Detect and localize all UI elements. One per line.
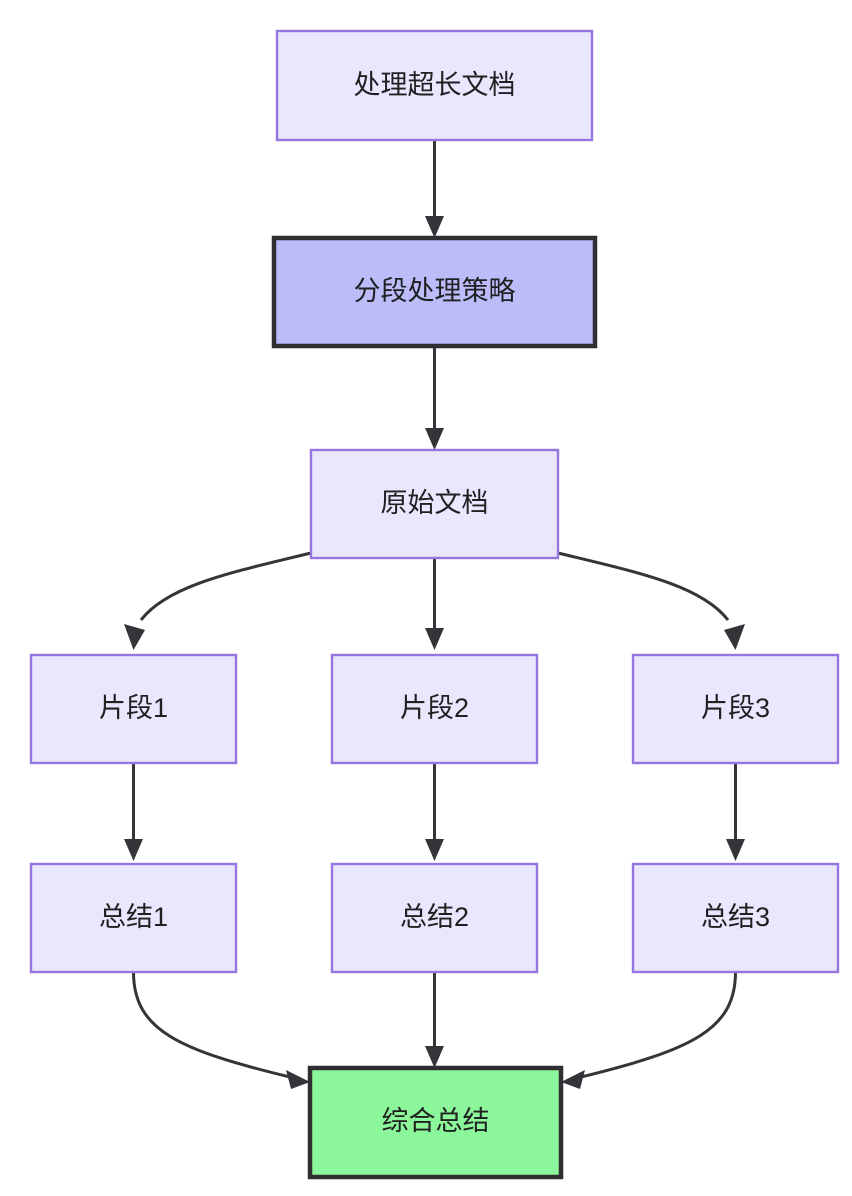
node-pianduan2-label: 片段2	[400, 693, 469, 723]
node-yuanshiwendang-rect[interactable]	[309, 448, 560, 560]
node-zongjie2-label: 总结2	[400, 902, 469, 932]
edge-fenduanchulicelue-to-yuanshiwendang	[425, 346, 444, 450]
node-fenduanchulicelue-label: 分段处理策略	[354, 276, 516, 306]
node-yuanshiwendang[interactable]: 原始文档	[309, 448, 560, 560]
edge-pianduan2-to-zongjie2	[425, 763, 444, 861]
edge-yuanshiwendang-to-pianduan1	[124, 551, 312, 650]
node-yuanshiwendang-label: 原始文档	[381, 488, 489, 518]
node-zongjie3-label: 总结3	[701, 902, 770, 932]
node-chaolichaochangwendang-rect[interactable]	[275, 29, 594, 142]
node-zongheZongjie-label: 综合总结	[382, 1106, 490, 1136]
node-zongjie1[interactable]: 总结1	[29, 862, 238, 974]
node-zongjie3-rect[interactable]	[631, 862, 840, 974]
node-zongjie1-label: 总结1	[99, 902, 168, 932]
edge-zongjie3-to-zongheZongjie	[561, 971, 737, 1089]
node-pianduan1-rect[interactable]	[29, 653, 238, 765]
edge-zongjie1-to-zongheZongjie	[132, 971, 310, 1089]
node-pianduan2[interactable]: 片段2	[330, 653, 539, 765]
edge-pianduan3-to-zongjie3	[726, 763, 745, 861]
node-pianduan3[interactable]: 片段3	[631, 653, 840, 765]
node-pianduan1[interactable]: 片段1	[29, 653, 238, 765]
edge-pianduan1-to-zongjie1	[124, 763, 143, 861]
edge-yuanshiwendang-to-pianduan3	[557, 551, 745, 650]
node-zongheZongjie[interactable]: 综合总结	[307, 1065, 564, 1180]
node-zongheZongjie-rect[interactable]	[307, 1065, 564, 1180]
node-zongjie1-rect[interactable]	[29, 862, 238, 974]
node-pianduan1-label: 片段1	[99, 693, 168, 723]
node-fenduanchulicelue[interactable]: 分段处理策略	[271, 235, 598, 349]
node-fenduanchulicelue-rect[interactable]	[271, 235, 598, 349]
node-layer: 处理超长文档 分段处理策略 原始文档 片段1 片段2	[29, 29, 840, 1180]
edge-yuanshiwendang-to-pianduan2	[425, 558, 444, 650]
node-zongjie3[interactable]: 总结3	[631, 862, 840, 974]
edge-chaolichaochangwendang-to-fenduanchulicelue	[425, 140, 444, 238]
edge-layer	[124, 140, 745, 1089]
node-chaolichaochangwendang[interactable]: 处理超长文档	[275, 29, 594, 142]
node-zongjie2-rect[interactable]	[330, 862, 539, 974]
node-pianduan2-rect[interactable]	[330, 653, 539, 765]
node-zongjie2[interactable]: 总结2	[330, 862, 539, 974]
node-pianduan3-rect[interactable]	[631, 653, 840, 765]
node-pianduan3-label: 片段3	[701, 693, 770, 723]
node-chaolichaochangwendang-label: 处理超长文档	[354, 70, 516, 100]
edge-zongjie2-to-zongheZongjie	[425, 972, 444, 1068]
